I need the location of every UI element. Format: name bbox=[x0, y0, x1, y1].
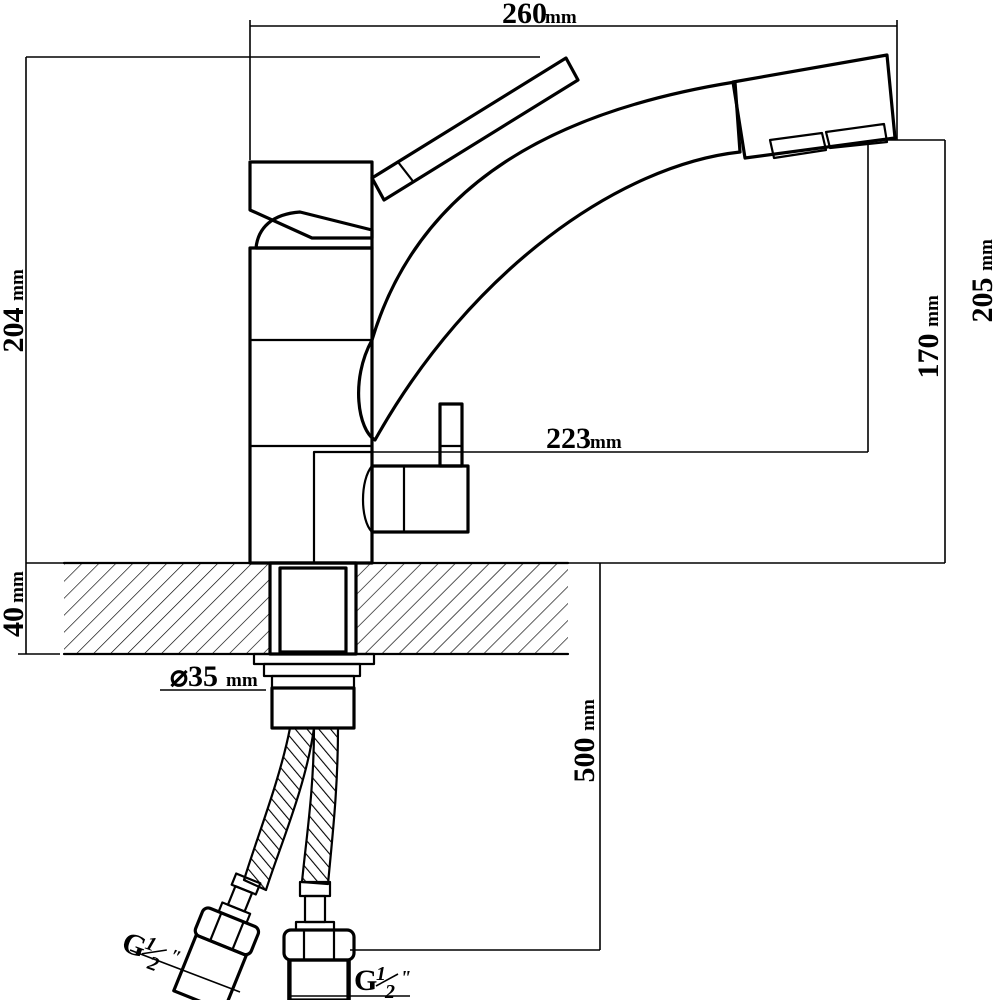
faucet-body bbox=[248, 53, 897, 565]
thread-right-mark: " bbox=[400, 967, 411, 989]
label-spout-reach: 223 bbox=[546, 422, 591, 455]
label-spout-height: 170 bbox=[912, 334, 945, 379]
label-height-right: 205 bbox=[966, 278, 999, 323]
thread-left-mark: " bbox=[165, 945, 183, 969]
label-height-left-unit: mm bbox=[7, 269, 28, 301]
thread-right-den: 2 bbox=[384, 981, 395, 1000]
label-height-left: 204 bbox=[0, 308, 30, 353]
label-width-unit: mm bbox=[545, 7, 577, 28]
label-spout-height-unit: mm bbox=[922, 295, 943, 327]
label-width-total: 260 bbox=[502, 0, 547, 30]
left-hose-connector bbox=[172, 872, 262, 1000]
right-hose-connector bbox=[282, 880, 356, 1000]
label-thread-left: G 1 2 " bbox=[118, 926, 184, 977]
mounting-shank bbox=[252, 561, 376, 730]
label-hose-length: 500 bbox=[568, 738, 601, 783]
label-hole-diameter: ⌀35 bbox=[170, 660, 218, 693]
thread-right-num: 1 bbox=[376, 963, 386, 985]
countertop-section bbox=[62, 561, 570, 656]
label-deck-unit: mm bbox=[7, 571, 28, 603]
label-thread-right: G 1 2 " bbox=[354, 963, 411, 1000]
braided-hoses bbox=[242, 726, 340, 892]
label-height-right-unit: mm bbox=[976, 239, 997, 271]
label-deck-thickness: 40 bbox=[0, 607, 30, 637]
label-hose-unit: mm bbox=[578, 699, 599, 731]
thread-right-letter: G bbox=[354, 964, 377, 997]
label-spout-reach-unit: mm bbox=[590, 432, 622, 453]
label-hole-unit: mm bbox=[226, 670, 258, 691]
dimension-lines bbox=[18, 20, 946, 1000]
